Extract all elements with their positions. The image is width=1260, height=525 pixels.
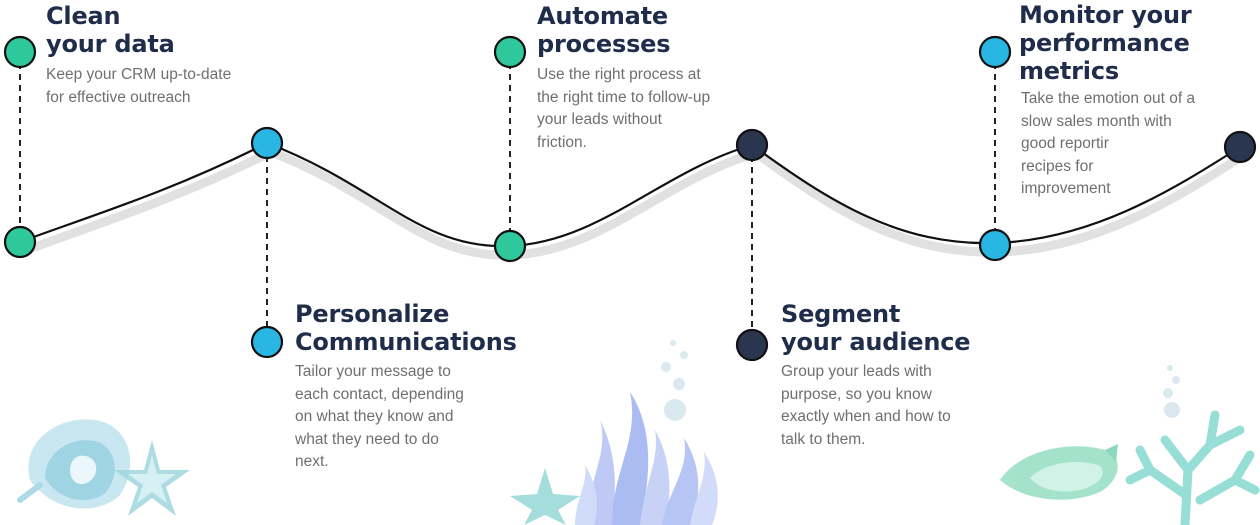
dot-clean-top <box>3 35 37 69</box>
dot-segment-curve <box>735 128 769 162</box>
starfish-icon <box>114 440 190 516</box>
bubbles-icon <box>661 340 1180 421</box>
decorations <box>17 340 1260 525</box>
step-5-title: Monitor your performance metrics <box>1019 1 1192 85</box>
starfish-icon <box>510 468 580 525</box>
timeline-shadow <box>22 147 1247 260</box>
dot-clean-curve <box>3 225 37 259</box>
coral-icon <box>1125 410 1260 525</box>
step-1-description: Keep your CRM up-to-date for effective o… <box>46 66 232 106</box>
step-2-description: Tailor your message to each contact, dep… <box>295 363 464 470</box>
timeline-curve <box>19 141 1241 248</box>
dot-automate-top <box>493 35 527 69</box>
dot-automate-curve <box>493 229 527 263</box>
step-4-title: Segment your audience <box>781 300 971 356</box>
dot-personalize-curve <box>250 126 284 160</box>
step-3-title: Automate processes <box>537 2 671 58</box>
step-4-description: Group your leads with purpose, so you kn… <box>781 363 951 448</box>
dot-segment-bottom <box>735 328 769 362</box>
dot-end <box>1223 130 1257 164</box>
connectors <box>19 52 996 345</box>
timeline-dots <box>3 35 1257 362</box>
step-1-title: Clean your data <box>46 2 175 58</box>
dot-monitor-top <box>978 35 1012 69</box>
seaweed-icon <box>575 392 718 525</box>
step-2-title: Personalize Communications <box>295 300 517 356</box>
seashell-icon <box>17 419 131 509</box>
step-5-description: Take the emotion out of a slow sales mon… <box>1021 90 1196 197</box>
seashell-icon <box>1000 444 1118 500</box>
dot-monitor-curve <box>978 228 1012 262</box>
step-3-description: Use the right process at the right time … <box>537 66 711 151</box>
dot-personalize-bottom <box>250 325 284 359</box>
